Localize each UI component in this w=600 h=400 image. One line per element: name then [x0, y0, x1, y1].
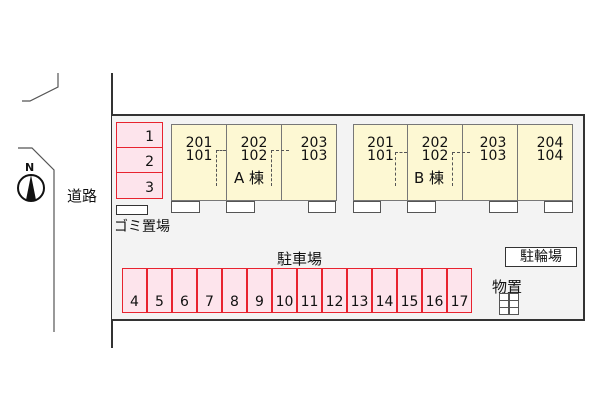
unit-upper: 201	[185, 135, 213, 151]
bike-label: 駐輪場	[520, 249, 562, 265]
parking-space-8: 8	[222, 268, 247, 313]
compass-icon	[17, 174, 45, 202]
parking-space-4: 4	[122, 268, 147, 313]
parking-number: 4	[130, 294, 139, 310]
parking-space-10: 10	[272, 268, 297, 313]
unit-lower: 102	[421, 148, 449, 164]
parking-number: 6	[180, 294, 189, 310]
north-compass: N	[15, 161, 47, 203]
parking-space-12: 12	[322, 268, 347, 313]
garbage-label: ゴミ置場	[114, 219, 170, 235]
porch	[171, 201, 200, 213]
parking-space-9: 9	[247, 268, 272, 313]
parking-number: 14	[375, 294, 394, 310]
parking-label: 駐車場	[277, 250, 323, 268]
parking-number: 8	[230, 294, 239, 310]
porch	[308, 201, 336, 213]
parking-number: 10	[275, 294, 294, 310]
unit-upper: 204	[536, 135, 564, 151]
parking-space-14: 14	[372, 268, 397, 313]
north-label: N	[25, 161, 35, 174]
parking-number: 11	[300, 294, 319, 310]
unit-lower: 101	[185, 148, 213, 164]
unit-lower: 104	[536, 148, 564, 164]
stair	[395, 152, 407, 186]
parking-space-3: 3	[116, 172, 163, 199]
unit-lower: 103	[479, 148, 507, 164]
storage-shed	[499, 293, 519, 315]
parking-number: 13	[350, 294, 369, 310]
unit-upper: 203	[479, 135, 507, 151]
porch	[226, 201, 255, 213]
unit-lower: 102	[240, 148, 268, 164]
parking-number: 9	[255, 294, 264, 310]
parking-number: 3	[145, 180, 154, 196]
parking-space-11: 11	[297, 268, 322, 313]
parking-number: 1	[145, 129, 154, 145]
building-a-label: A 棟	[234, 169, 265, 187]
road-label: 道路	[67, 187, 98, 205]
parking-space-15: 15	[397, 268, 422, 313]
building-b-label: B 棟	[414, 169, 445, 187]
porch	[353, 201, 381, 213]
unit-upper: 202	[240, 135, 268, 151]
stair	[271, 150, 289, 186]
porch	[407, 201, 436, 213]
parking-space-6: 6	[172, 268, 197, 313]
parking-number: 5	[155, 294, 164, 310]
porch	[544, 201, 573, 213]
stair	[452, 152, 470, 186]
parking-space-17: 17	[447, 268, 472, 313]
unit-upper: 203	[300, 135, 328, 151]
parking-number: 17	[450, 294, 469, 310]
parking-number: 16	[425, 294, 444, 310]
parking-space-7: 7	[197, 268, 222, 313]
unit-upper: 202	[421, 135, 449, 151]
parking-number: 7	[205, 294, 214, 310]
unit-upper: 201	[367, 135, 394, 151]
road-lines	[18, 73, 59, 332]
unit-lower: 103	[300, 148, 328, 164]
parking-number: 15	[400, 294, 419, 310]
parking-space-1: 1	[116, 122, 163, 148]
bike-parking: 駐輪場	[505, 247, 577, 267]
parking-space-2: 2	[116, 147, 163, 173]
garbage-box	[116, 205, 148, 215]
storage-label: 物置	[492, 278, 523, 296]
parking-space-5: 5	[147, 268, 172, 313]
stair	[216, 150, 226, 186]
unit-lower: 101	[367, 148, 394, 164]
parking-space-16: 16	[422, 268, 447, 313]
porch	[489, 201, 518, 213]
parking-number: 2	[145, 154, 154, 170]
parking-number: 12	[325, 294, 344, 310]
parking-space-13: 13	[347, 268, 372, 313]
